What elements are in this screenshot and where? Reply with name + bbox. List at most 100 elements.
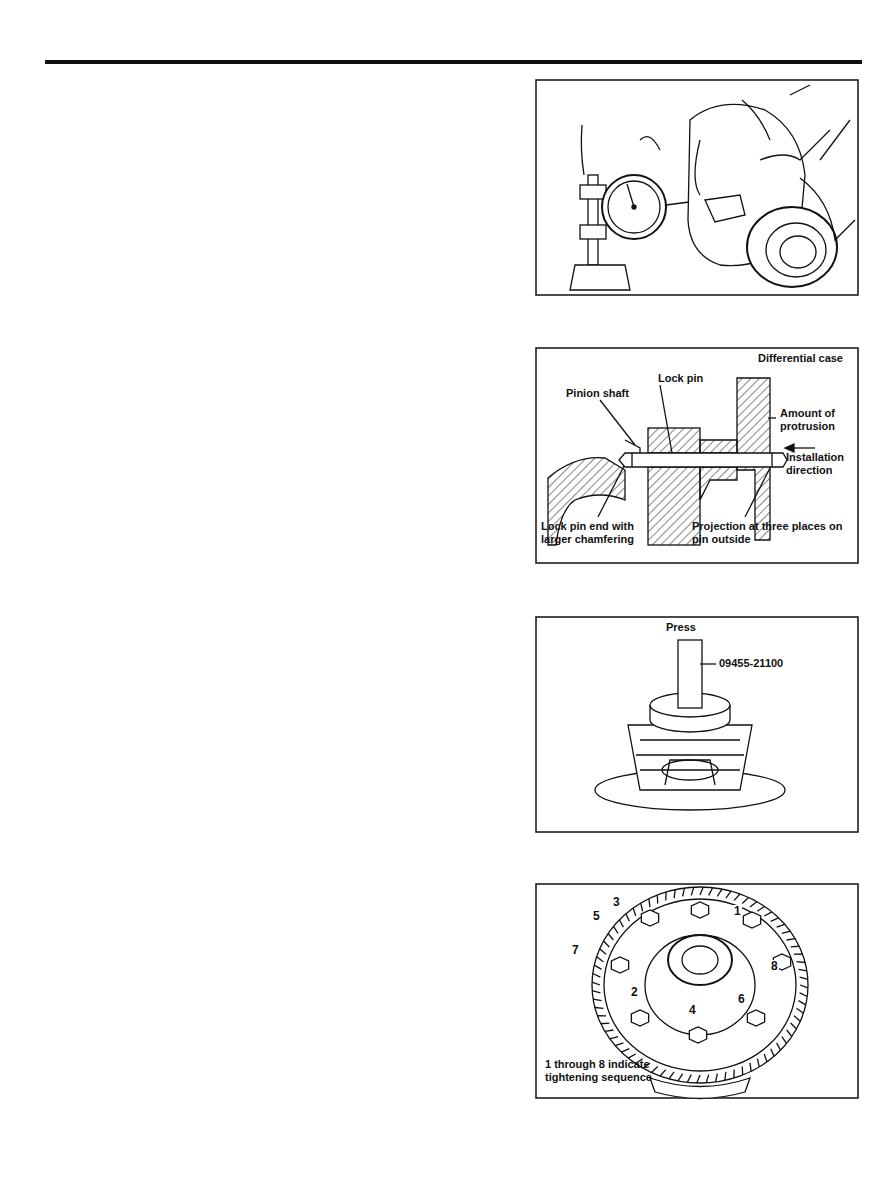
gear-tooth	[791, 946, 800, 948]
gear-tooth	[787, 1030, 792, 1037]
gear-tooth	[641, 903, 643, 911]
gear-tooth	[628, 1054, 636, 1058]
gear-tooth	[605, 1030, 614, 1031]
gear-tooth	[757, 906, 764, 911]
gear-tooth	[610, 1037, 618, 1039]
figure-frames	[536, 80, 858, 1098]
gear-tooth	[794, 1016, 800, 1021]
gear-tooth	[800, 977, 808, 979]
gear-tooth	[592, 991, 600, 993]
bearing	[668, 935, 732, 985]
part-label: 1 through 8 indicate tightening sequence	[545, 1058, 675, 1083]
part-label: 09455-21100	[719, 657, 783, 670]
gear-tooth	[734, 894, 740, 900]
header-rule	[45, 60, 862, 64]
gear-tooth	[593, 974, 601, 978]
bolt-head	[689, 1027, 706, 1043]
gear-tooth	[597, 1015, 606, 1016]
gear-tooth	[798, 969, 806, 971]
gear-tooth	[777, 924, 785, 927]
gear-tooth	[800, 985, 808, 988]
part-label: Installation direction	[786, 451, 858, 476]
gear-tooth	[594, 965, 601, 969]
gear-tooth	[691, 887, 694, 895]
gear-boss	[650, 1078, 750, 1099]
gear-tooth	[733, 1070, 735, 1078]
callout-number: 6	[737, 993, 746, 1007]
callout-number: 8	[770, 960, 779, 974]
gear-tooth	[797, 961, 806, 963]
lock-pin-section	[548, 378, 815, 545]
gear-tooth	[764, 912, 772, 916]
gear-tooth	[674, 890, 675, 898]
callout-number: 5	[592, 910, 601, 924]
gear-tooth	[750, 902, 757, 907]
bolt-head	[743, 912, 760, 928]
gear-tooth	[742, 1067, 744, 1075]
bolt-head	[747, 1010, 764, 1026]
gear-tooth	[592, 982, 600, 985]
callout-number: 7	[571, 944, 580, 958]
gear-tooth	[619, 920, 623, 927]
bearing-bore	[682, 946, 718, 974]
part-label: Differential case	[758, 352, 843, 365]
gear-tooth	[621, 1049, 629, 1053]
gear-tooth	[665, 892, 667, 900]
gear-tooth	[771, 918, 779, 922]
gear-tooth	[797, 1008, 804, 1013]
bolt-head	[611, 957, 628, 973]
bolt-head	[631, 1010, 648, 1026]
gear-tooth	[757, 1059, 759, 1067]
gear-tooth	[700, 887, 703, 895]
gear-tooth	[601, 1022, 610, 1024]
gear-hub	[645, 935, 755, 1035]
gear-tooth	[604, 941, 610, 947]
gear-tooth	[660, 1070, 666, 1076]
callout-number: 3	[612, 896, 621, 910]
gear-tooth	[595, 1007, 604, 1009]
dial-gauge-figure	[570, 85, 855, 290]
part-label: Projection at three places on pin outsid…	[692, 520, 856, 545]
part-label: Press	[666, 621, 696, 634]
gear-tooth	[697, 1075, 700, 1083]
part-label: Amount of protrusion	[780, 407, 856, 432]
gear-tooth	[597, 957, 604, 962]
gear-tooth	[626, 914, 629, 922]
gear-tooth	[706, 1075, 709, 1083]
gear-tooth	[742, 897, 748, 903]
gear-tooth	[651, 1067, 657, 1073]
bolt-head	[641, 910, 658, 926]
gear-tooth	[800, 993, 808, 997]
gear-tooth	[716, 1074, 718, 1082]
gear-tooth	[669, 1072, 674, 1079]
gear-tooth	[764, 1054, 767, 1062]
part-label: Lock pin	[658, 372, 703, 385]
bolt-head	[691, 902, 708, 918]
gear-tooth	[787, 939, 796, 940]
bearing-press-figure	[595, 640, 785, 810]
gear-tooth	[615, 1043, 623, 1046]
gear-tooth	[717, 889, 722, 896]
gear-tooth	[649, 899, 650, 907]
gear-tooth	[782, 1037, 787, 1044]
gear-tooth	[678, 1074, 683, 1081]
gear-tooth	[726, 891, 731, 898]
gear-tooth	[782, 931, 790, 933]
callout-number: 1	[733, 905, 742, 919]
callout-number: 2	[630, 986, 639, 1000]
gear-root	[604, 899, 796, 1071]
gear-tooth	[613, 926, 618, 933]
part-label: Pinion shaft	[566, 387, 629, 400]
gear-tooth	[593, 999, 601, 1001]
gear-tooth	[683, 888, 685, 896]
gear-tooth	[687, 1075, 691, 1083]
gear-tooth	[657, 895, 659, 903]
gear-tooth	[794, 954, 803, 955]
gear-tooth	[725, 1072, 726, 1080]
callout-number: 4	[688, 1004, 697, 1018]
gear-tooth	[791, 1023, 797, 1029]
gear-tooth	[750, 1063, 751, 1071]
gear-tooth	[771, 1049, 774, 1057]
